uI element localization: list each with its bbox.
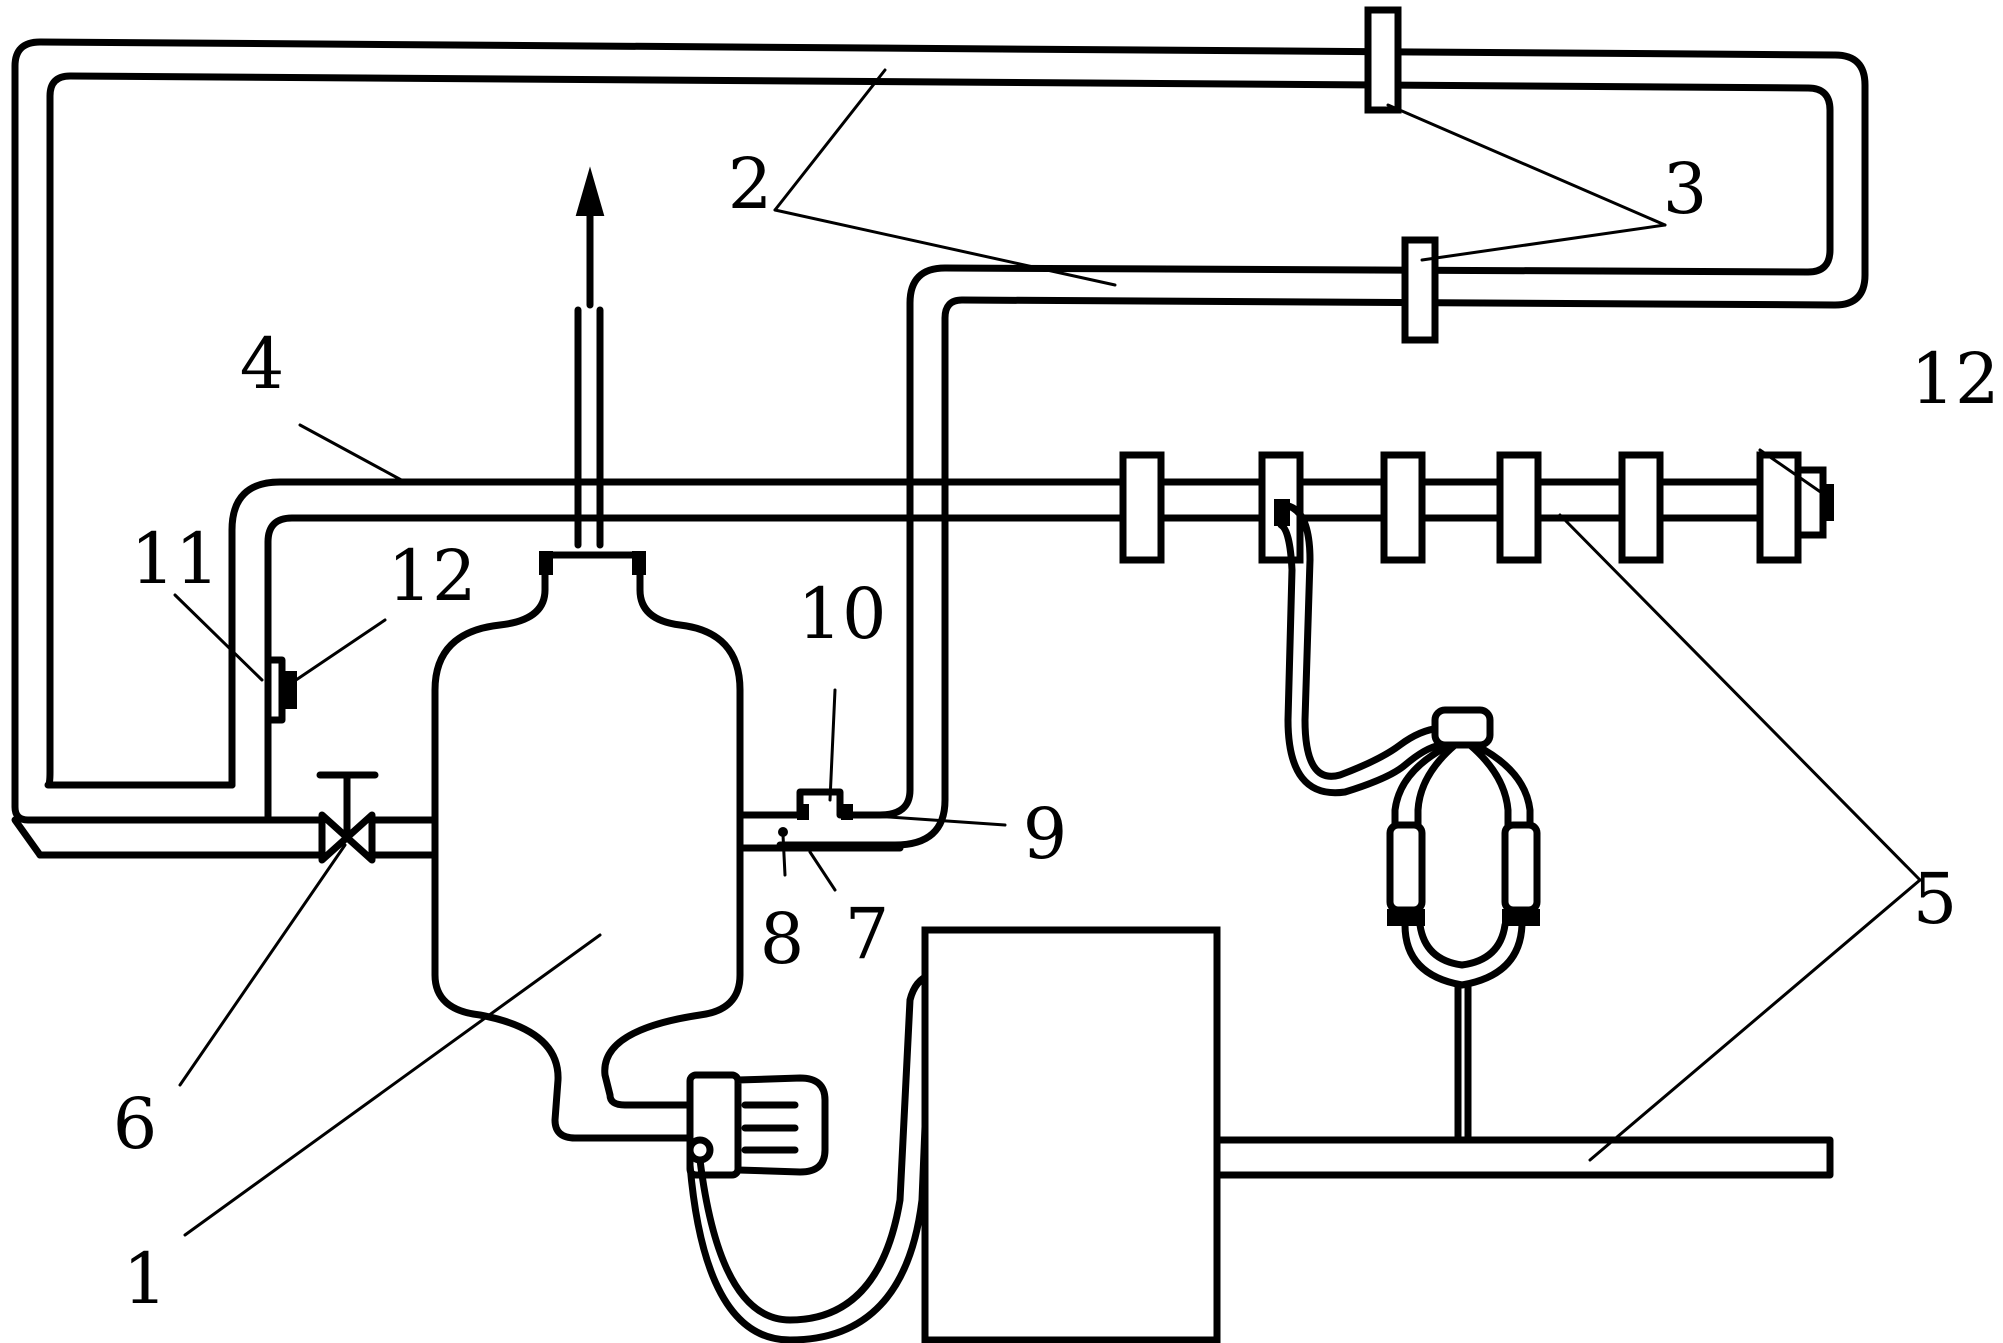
milk-line-stall-cocks (1123, 455, 1798, 560)
label-8: 8 (760, 898, 805, 980)
cooling-tank (925, 930, 1217, 1340)
pipe-2-upper-loop (15, 42, 1865, 845)
label-2: 2 (728, 143, 773, 225)
receiver-vessel-1 (435, 552, 740, 1138)
vent-pipe-with-arrow (577, 170, 603, 545)
fitting-11-12-left (268, 660, 296, 720)
label-6: 6 (113, 1083, 158, 1165)
label-10: 10 (797, 573, 886, 655)
flange-3-top (1368, 10, 1398, 110)
pipe-4-milk-line (232, 482, 1800, 820)
label-12-right: 12 (1910, 338, 1999, 420)
label-4: 4 (240, 323, 285, 405)
label-7: 7 (845, 893, 890, 975)
label-1: 1 (123, 1238, 168, 1320)
pipe-5-bottom (1217, 1140, 1830, 1175)
label-5: 5 (1913, 858, 1958, 940)
label-11: 11 (130, 518, 219, 600)
label-9: 9 (1023, 793, 1068, 875)
outlet-right-7-8-9-10 (740, 792, 900, 848)
label-3: 3 (1663, 148, 1708, 230)
milk-pump (690, 1075, 825, 1175)
label-12-left: 12 (387, 535, 476, 617)
milking-cluster (1388, 710, 1539, 1140)
flange-3-bottom (1405, 240, 1435, 340)
